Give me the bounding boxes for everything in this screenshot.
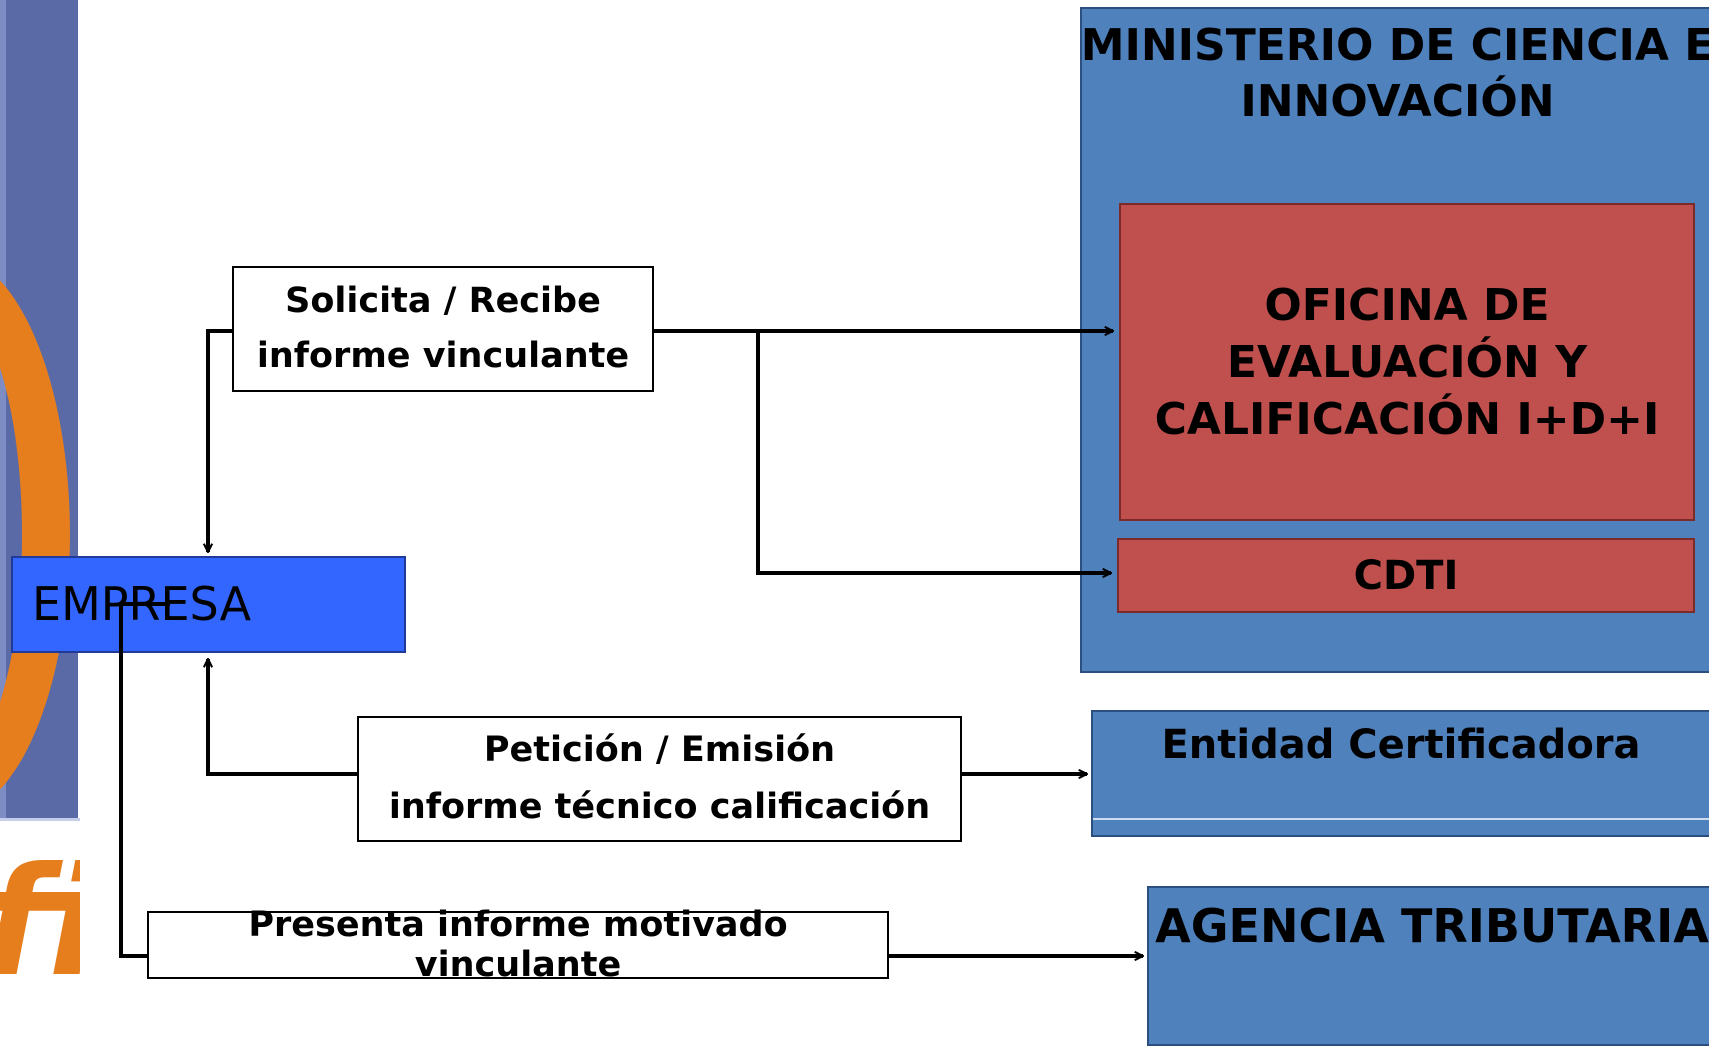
logo-fragment-icon: fi [0, 0, 80, 1022]
entidad-certificadora-box [1091, 710, 1709, 837]
entidad-certificadora-label: Entidad Certificadora [1161, 722, 1641, 768]
peticion-line-2: informe técnico calificación [388, 787, 931, 827]
oficina-line-2: EVALUACIÓN Y [1226, 336, 1588, 388]
entidad-divider [1093, 818, 1709, 820]
arrow-peticion-to-empresa [208, 659, 357, 776]
empresa-box [11, 556, 406, 653]
solicita-recibe-box: Solicita / Recibe informe vinculante [232, 266, 654, 392]
arrow-solicita-to-empresa [208, 329, 232, 552]
ministerio-title: MINISTERIO DE CIENCIA E INNOVACIÓN [1080, 20, 1709, 127]
line-empresa-to-presenta [119, 602, 170, 958]
agencia-tributaria-box [1147, 886, 1709, 1046]
agencia-tributaria-label: AGENCIA TRIBUTARIA [1155, 899, 1709, 953]
arrow-solicita-to-cdti [756, 331, 1111, 573]
oficina-evaluacion-box: OFICINA DE EVALUACIÓN Y CALIFICACIÓN I+D… [1119, 203, 1695, 521]
cdti-box: CDTI [1117, 538, 1695, 613]
presenta-label: Presenta informe motivado vinculante [248, 905, 788, 985]
peticion-line-1: Petición / Emisión [483, 730, 836, 770]
cdti-label: CDTI [1353, 552, 1459, 599]
oficina-line-3: CALIFICACIÓN I+D+I [1154, 393, 1660, 445]
solicita-line-2: informe vinculante [256, 336, 630, 376]
peticion-emision-box: Petición / Emisión informe técnico calif… [357, 716, 962, 842]
oficina-line-1: OFICINA DE [1264, 279, 1550, 331]
connector-lines [119, 0, 1709, 1022]
solicita-line-1: Solicita / Recibe [285, 281, 601, 321]
presenta-informe-box: Presenta informe motivado vinculante [147, 905, 889, 985]
